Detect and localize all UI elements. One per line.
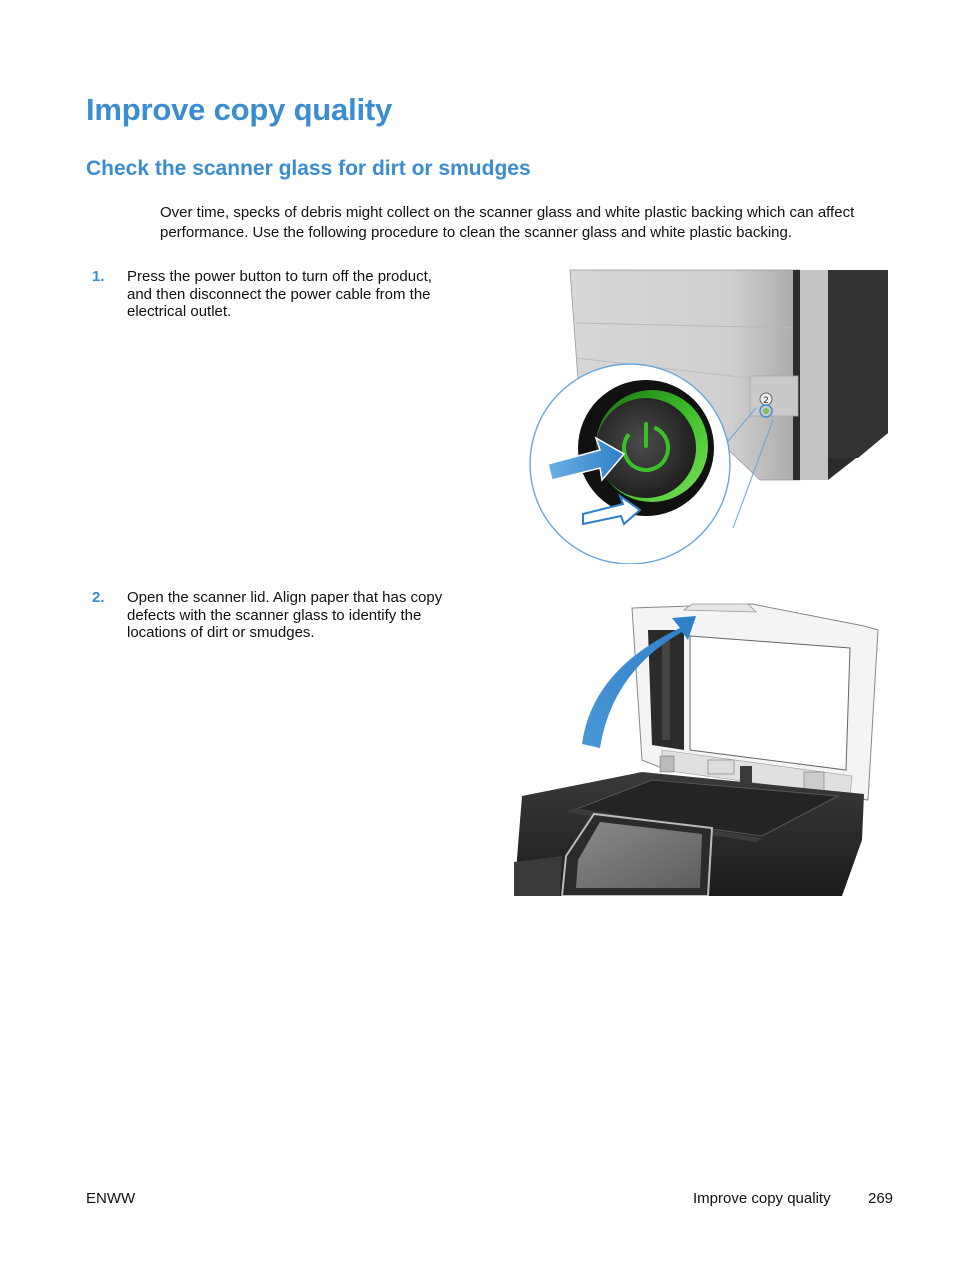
section-heading: Check the scanner glass for dirt or smud…: [86, 157, 531, 180]
footer-section-title: Improve copy quality: [693, 1190, 831, 1207]
step-text: Open the scanner lid. Align paper that h…: [127, 589, 443, 641]
page-title: Improve copy quality: [86, 92, 393, 127]
footer-doc-code: ENWW: [86, 1190, 136, 1207]
footer-page-number: 269: [868, 1190, 894, 1207]
step-number: 2.: [92, 589, 105, 606]
scanner-lid-illustration: [512, 600, 884, 897]
power-button-illustration: 2: [528, 268, 890, 565]
step-number: 1.: [92, 268, 105, 285]
intro-paragraph: Over time, specks of debris might collec…: [160, 204, 855, 241]
port-label: 2: [763, 396, 769, 406]
step-text: Press the power button to turn off the p…: [127, 268, 432, 320]
